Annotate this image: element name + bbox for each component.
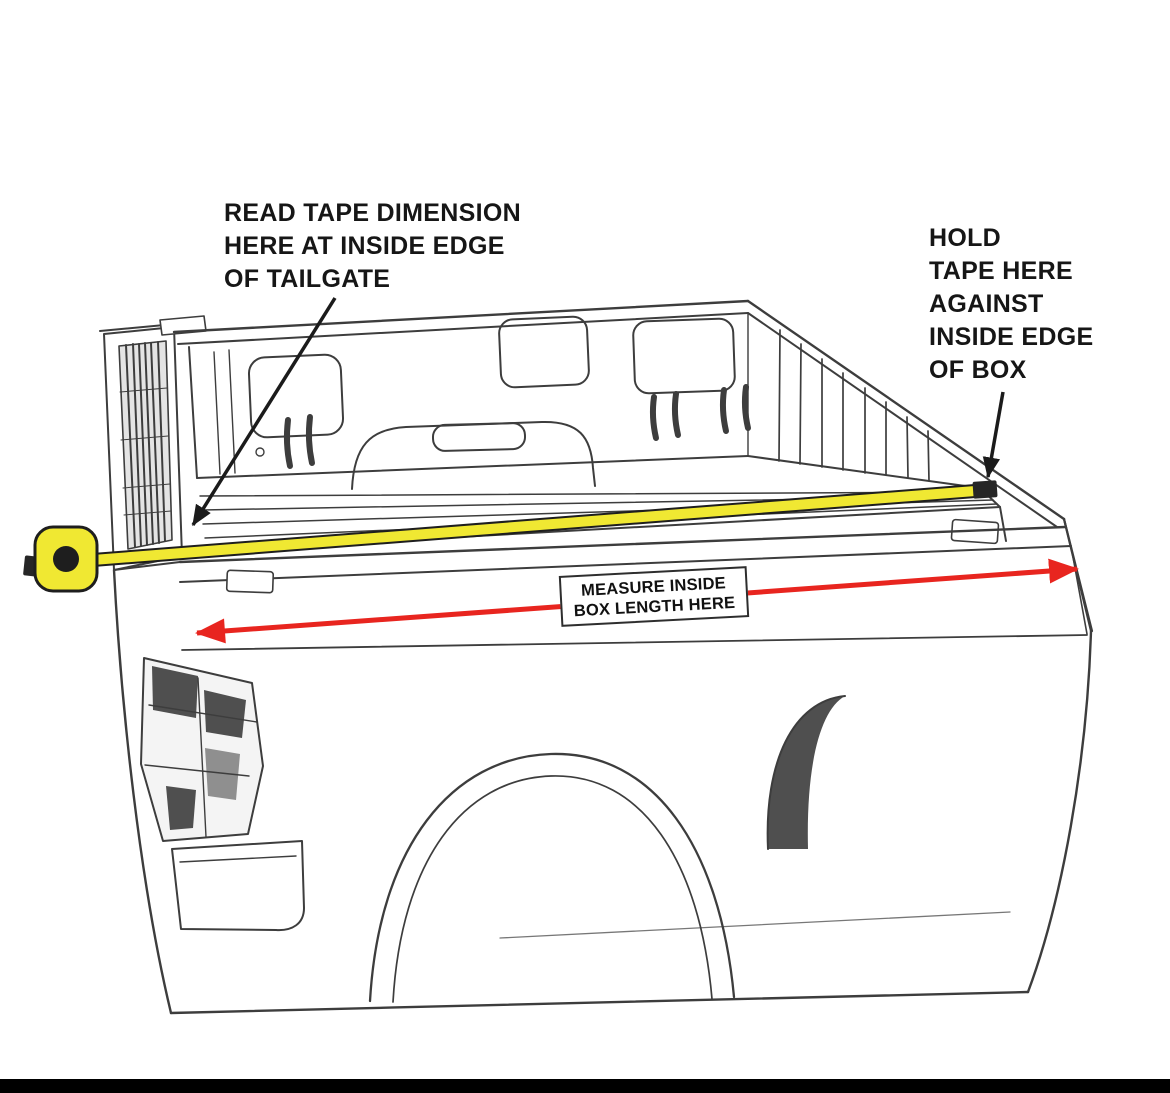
hold-tape-label-line1: HOLD bbox=[929, 224, 1002, 252]
tie-down-hooks bbox=[283, 384, 751, 469]
read-tape-label-line2: HERE AT INSIDE EDGE bbox=[224, 232, 505, 260]
hold-tape-label-line5: OF BOX bbox=[929, 356, 1027, 384]
read-tape-label-line1: READ TAPE DIMENSION bbox=[224, 199, 521, 227]
measuring-tape bbox=[23, 480, 998, 593]
read-tape-label-line3: OF TAILGATE bbox=[224, 265, 391, 293]
body-side-panel bbox=[112, 517, 1093, 1015]
measure-inside-label: MEASURE INSIDE BOX LENGTH HERE bbox=[558, 566, 750, 627]
wheel-arch bbox=[368, 752, 736, 1003]
hold-tape-label-line4: INSIDE EDGE bbox=[929, 323, 1094, 351]
far-side-wall bbox=[172, 299, 751, 490]
hold-tape-label-line3: AGAINST bbox=[929, 290, 1044, 318]
bottom-black-bar bbox=[0, 1079, 1170, 1093]
tail-light bbox=[140, 657, 264, 842]
hold-tape-label-line2: TAPE HERE bbox=[929, 257, 1073, 285]
tape-end-hook bbox=[972, 480, 998, 499]
read-tape-callout-arrow bbox=[191, 297, 337, 527]
far-wheel-arch bbox=[767, 696, 845, 849]
hold-tape-label: HOLD TAPE HERE AGAINST INSIDE EDGE OF BO… bbox=[929, 222, 1093, 387]
bumper-corner bbox=[171, 840, 305, 932]
hold-tape-callout-arrow bbox=[982, 391, 1005, 479]
truck-bed-drawing bbox=[99, 299, 1094, 1015]
read-tape-label: READ TAPE DIMENSION HERE AT INSIDE EDGE … bbox=[224, 197, 521, 296]
